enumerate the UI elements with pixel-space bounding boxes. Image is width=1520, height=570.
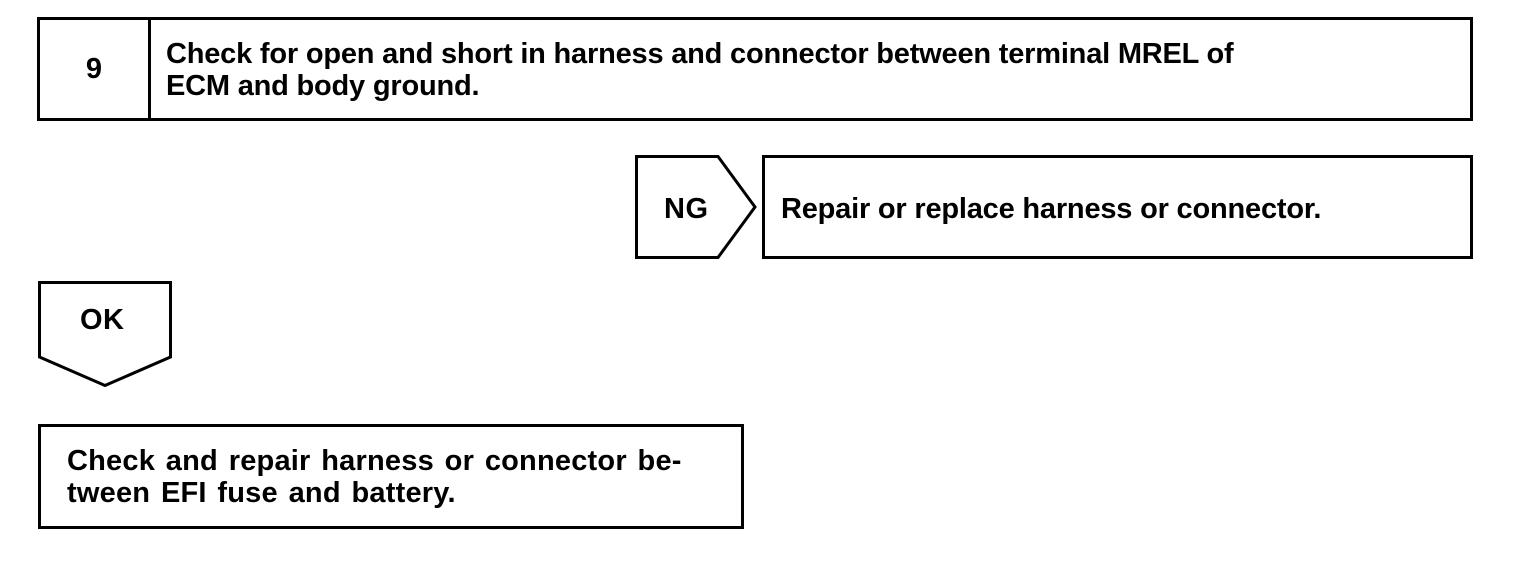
ng-pentagon-shape bbox=[635, 155, 757, 259]
ng-connector-pentagon bbox=[635, 155, 757, 259]
ok-action-text: Check and repair harness or connector be… bbox=[67, 445, 682, 509]
ng-action-text: Repair or replace harness or connector. bbox=[781, 193, 1322, 225]
ng-action-box bbox=[762, 155, 1473, 259]
ng-connector-label: NG bbox=[664, 193, 709, 225]
step-9-instruction-text: Check for open and short in harness and … bbox=[166, 38, 1234, 102]
ok-pentagon-shape bbox=[38, 281, 172, 388]
step-number: 9 bbox=[85, 52, 103, 85]
ok-connector-label: OK bbox=[80, 304, 125, 336]
ok-action-box bbox=[38, 424, 744, 529]
step-number-cell: 9 bbox=[40, 20, 151, 118]
step-9-box: 9 bbox=[37, 17, 1473, 121]
ok-connector-pentagon bbox=[38, 281, 172, 388]
